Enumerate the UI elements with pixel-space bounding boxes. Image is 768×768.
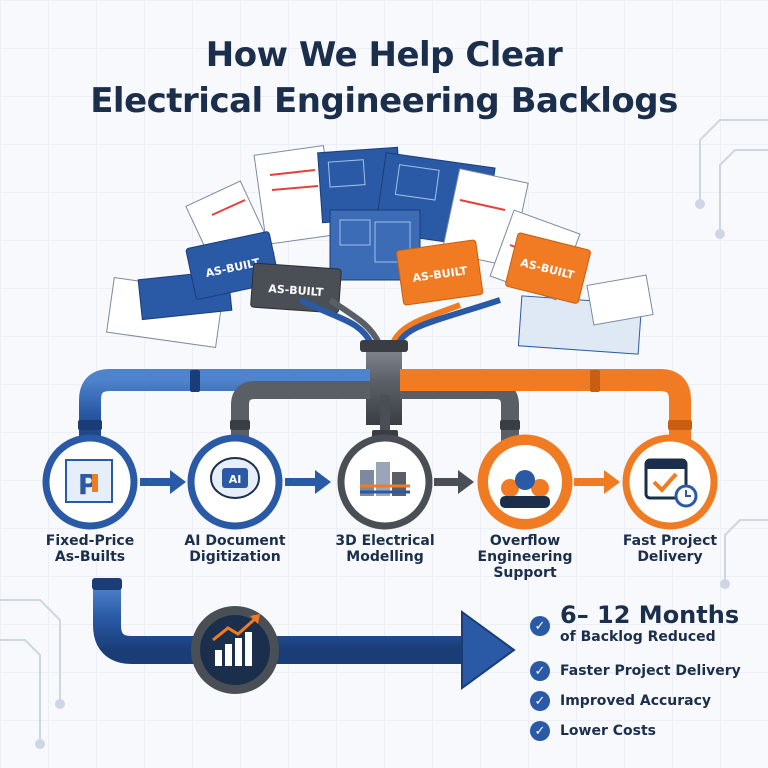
folder-center-gray: AS-BUILT xyxy=(250,262,342,314)
outcome-item: ✓ Improved Accuracy xyxy=(530,686,760,716)
output-arrow xyxy=(461,610,516,690)
growth-chart-gauge xyxy=(191,606,279,694)
step-label-overflow-support: Overflow Engineering Support xyxy=(477,533,573,581)
outcome-headline-main: 6– 12 Months xyxy=(560,601,740,629)
step-circle-3 xyxy=(337,434,433,530)
pipe-blue xyxy=(79,369,370,445)
svg-text:AI: AI xyxy=(229,473,242,486)
check-icon: ✓ xyxy=(530,691,550,711)
outcome-headline: ✓ 6– 12 Months of Backlog Reduced xyxy=(530,602,760,656)
step-arrows xyxy=(140,470,620,494)
page-title: How We Help Clear Electrical Engineering… xyxy=(0,32,768,124)
output-pipe xyxy=(93,585,470,664)
step-label-fast-delivery: Fast Project Delivery xyxy=(622,533,718,565)
outcome-item: ✓ Lower Costs xyxy=(530,716,760,746)
outcomes-list: ✓ 6– 12 Months of Backlog Reduced ✓ Fast… xyxy=(530,602,760,746)
step-label-3d-modelling: 3D Electrical Modelling xyxy=(335,533,435,565)
check-icon: ✓ xyxy=(530,616,550,636)
cables xyxy=(298,297,501,347)
step-circle-2: AI xyxy=(187,434,283,530)
step-circle-5 xyxy=(622,434,718,530)
step-label-ai-digitization: AI Document Digitization xyxy=(184,533,286,565)
folder-orange-right: AS-BUILT xyxy=(505,232,591,304)
step-label-fixed-price: Fixed-Price As-Builts xyxy=(45,533,135,565)
circuit-traces xyxy=(0,119,768,749)
pipe-gray-right xyxy=(400,381,519,445)
outcome-item: ✓ Faster Project Delivery xyxy=(530,656,760,686)
pipe-orange xyxy=(400,369,691,445)
check-icon: ✓ xyxy=(530,661,550,681)
folder-tag: AS-BUILT xyxy=(268,282,324,299)
step-circle-4 xyxy=(477,434,573,530)
title-line-2: Electrical Engineering Backlogs xyxy=(90,81,678,121)
pipe-gray xyxy=(231,381,370,445)
step-circle-1: P xyxy=(42,434,138,530)
check-icon: ✓ xyxy=(530,721,550,741)
title-line-1: How We Help Clear xyxy=(205,35,563,75)
outcome-headline-sub: of Backlog Reduced xyxy=(560,629,716,645)
folder-orange-mid: AS-BUILT xyxy=(396,239,484,306)
